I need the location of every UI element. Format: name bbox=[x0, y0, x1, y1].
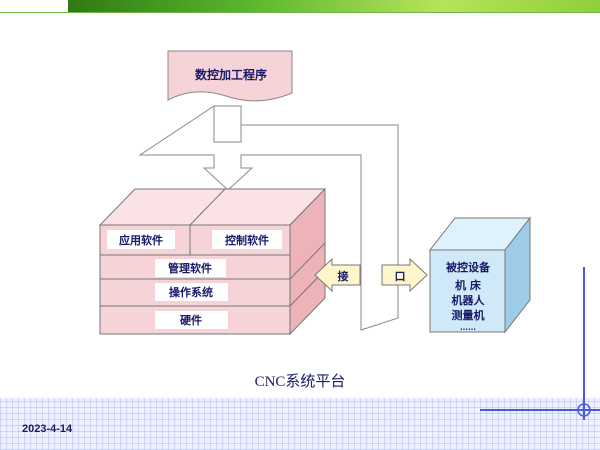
device-item-ellipsis: …… bbox=[460, 322, 476, 332]
device-item: 机器人 bbox=[452, 293, 486, 307]
side-divider-1 bbox=[289, 242, 326, 280]
hardware-label: 硬件 bbox=[180, 313, 202, 327]
device-item: 测量机 bbox=[452, 308, 485, 322]
interface-arrow-right bbox=[381, 257, 428, 293]
title-bar-decoration bbox=[68, 0, 600, 12]
devices-title: 被控设备 bbox=[446, 260, 491, 274]
diagram-caption: CNC系统平台 bbox=[255, 373, 346, 390]
flow-arrow-outline bbox=[138, 105, 399, 331]
title-bar-underline bbox=[0, 12, 600, 13]
program-arrow-shaft bbox=[213, 105, 242, 143]
slide-date: 2023-4-14 bbox=[22, 423, 73, 435]
app-label-box bbox=[107, 230, 175, 249]
control-label-box bbox=[212, 230, 282, 249]
devices-box-front-face bbox=[429, 249, 506, 333]
os-label-box bbox=[155, 283, 228, 301]
management-software-label: 管理软件 bbox=[168, 261, 212, 275]
hardware-label-box bbox=[155, 311, 228, 329]
device-item: 机 床 bbox=[455, 278, 482, 292]
program-label: 数控加工程序 bbox=[195, 67, 267, 82]
interface-label-right: 口 bbox=[395, 270, 406, 283]
footer-band bbox=[0, 398, 600, 450]
interface-label-left: 接 bbox=[338, 269, 349, 283]
app-software-label: 应用软件 bbox=[119, 233, 163, 247]
management-label-box bbox=[155, 259, 226, 277]
program-document-shape bbox=[167, 50, 293, 102]
decor-circle bbox=[577, 403, 591, 417]
software-stack-top-face bbox=[98, 188, 327, 226]
top-face-divider bbox=[189, 188, 226, 226]
os-label: 操作系统 bbox=[169, 285, 213, 299]
interface-arrow-left bbox=[314, 257, 361, 293]
control-software-label: 控制软件 bbox=[225, 233, 269, 247]
